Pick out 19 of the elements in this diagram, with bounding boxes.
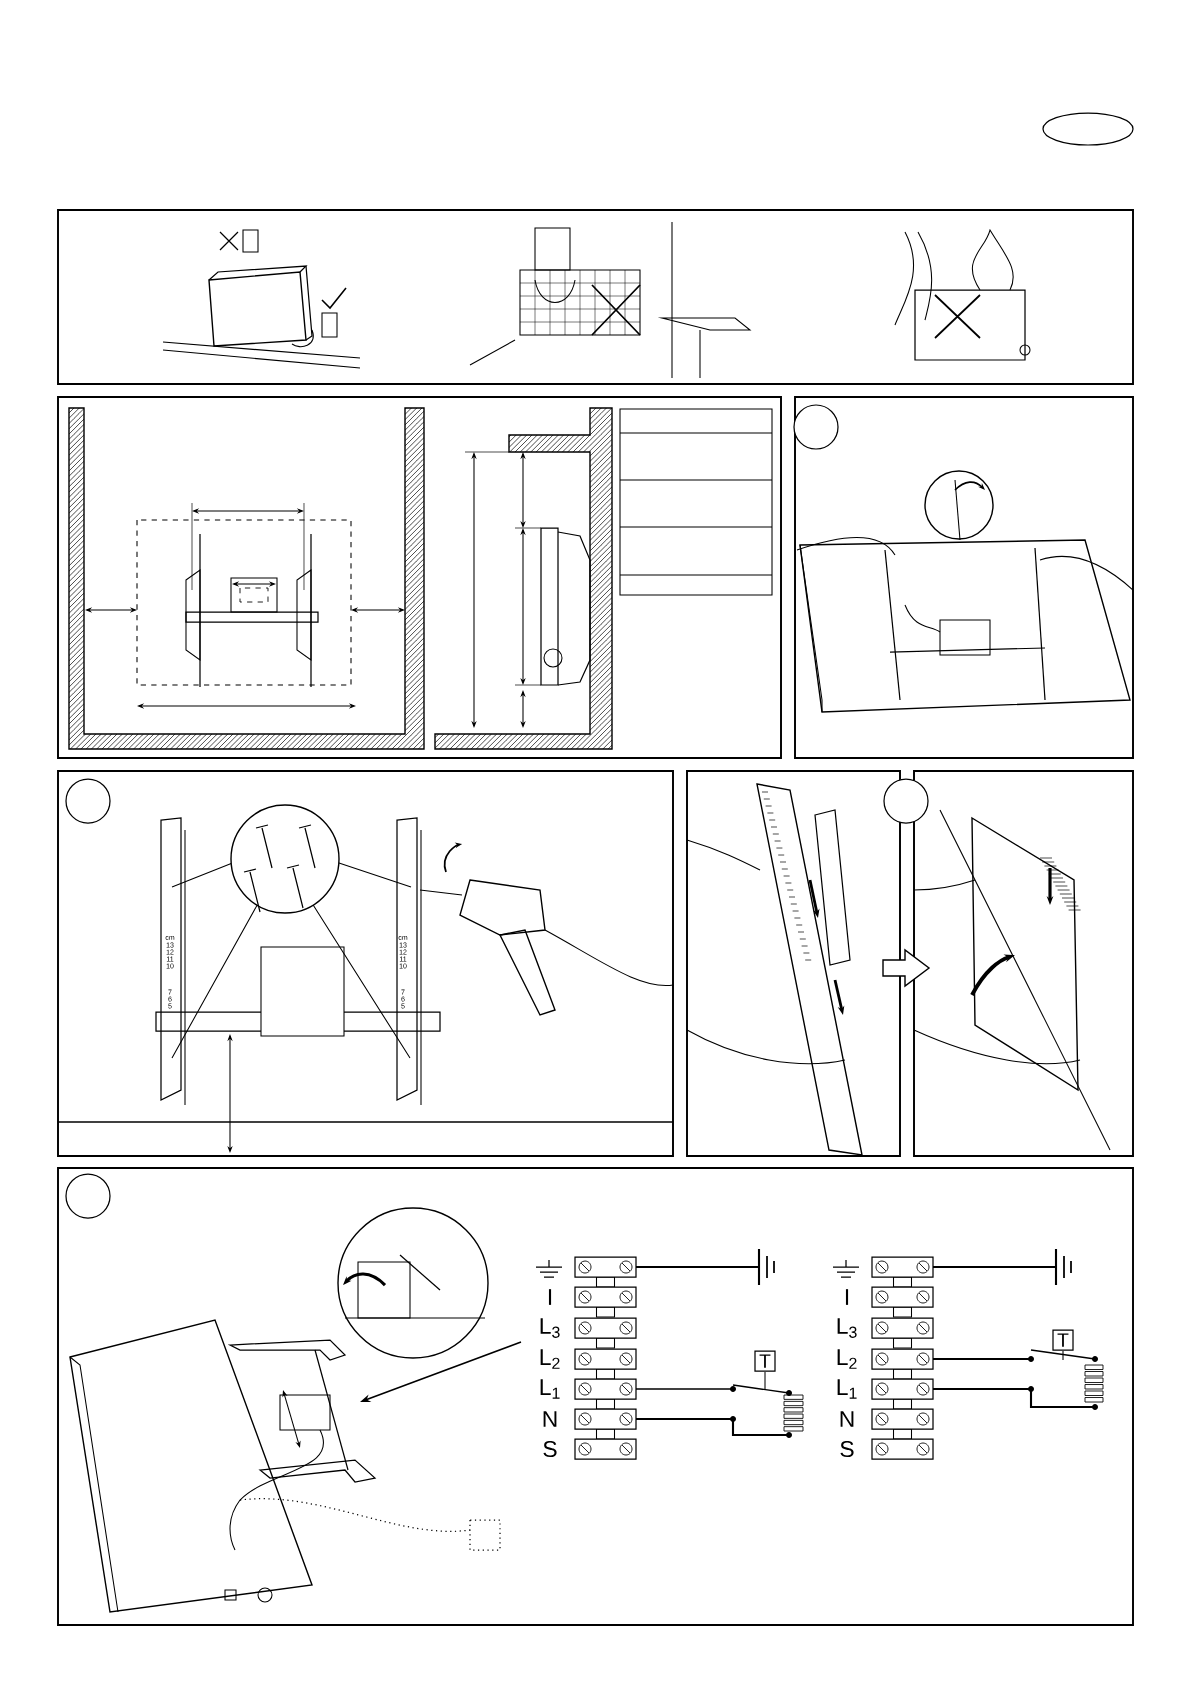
terminal-label: N <box>840 1411 854 1427</box>
terminal-label: N <box>543 1411 557 1427</box>
step-circle <box>65 778 111 824</box>
step-circle <box>793 404 839 450</box>
terminal-label: L$_{2}$ <box>837 1349 857 1369</box>
oval-badge <box>1042 112 1134 146</box>
thermostat-box: T <box>1052 1329 1074 1351</box>
terminal-label: L$_{1}$ <box>837 1379 857 1399</box>
terminal-label: L$_{3}$ <box>540 1318 560 1338</box>
step-circle <box>883 778 929 824</box>
terminal-label: I <box>548 1289 552 1305</box>
thermostat-box: T <box>754 1350 776 1372</box>
terminal-label: L$_{2}$ <box>540 1349 560 1369</box>
terminal-label: S <box>543 1440 557 1458</box>
terminal-label: L$_{1}$ <box>540 1379 560 1399</box>
terminal-label: I <box>845 1289 849 1305</box>
terminal-label: L$_{3}$ <box>837 1318 857 1338</box>
terminal-label: S <box>840 1440 854 1458</box>
step-circle <box>65 1173 111 1219</box>
